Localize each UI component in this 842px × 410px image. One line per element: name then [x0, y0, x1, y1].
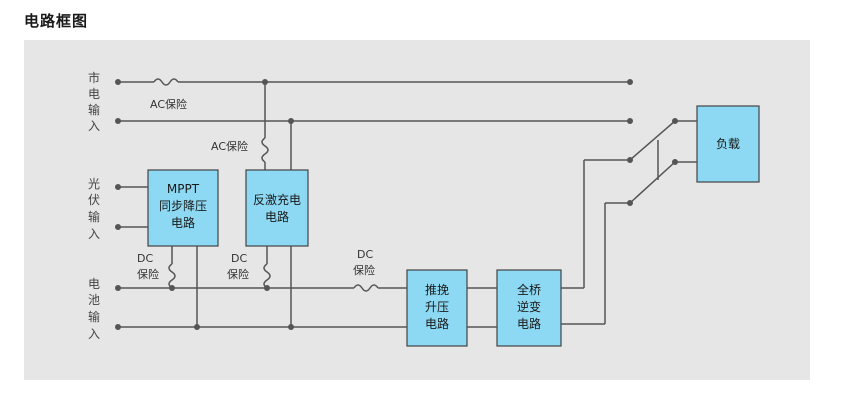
mppt-to-battery	[168, 246, 198, 327]
pv-label-char: 输	[88, 209, 100, 224]
inverter-line: 电路	[517, 316, 541, 331]
battery-input-label: 电 池 输 入	[88, 277, 100, 341]
mppt-line: 电路	[171, 215, 195, 230]
mains-input-label: 市 电 输 入	[88, 70, 100, 133]
pushpull-line: 电路	[425, 316, 449, 331]
pushpull-box: 推挽 升压 电路	[406, 269, 468, 347]
ac-fuse-symbol	[153, 78, 171, 86]
flyback-to-battery	[263, 246, 292, 327]
pushpull-to-inverter	[467, 287, 497, 328]
battery-label-char: 电	[88, 277, 100, 291]
dc-fuse-symbol-line	[353, 284, 379, 292]
flyback-line: 反激充电	[253, 192, 301, 207]
pv-input-label: 光 伏 输 入	[88, 177, 100, 241]
mppt-box: MPPT 同步降压 电路	[147, 169, 219, 247]
dc-fuse-label-flyback: DC	[231, 252, 247, 265]
flyback-ac-feed	[261, 82, 292, 170]
diagram-title: 电路框图	[24, 12, 89, 30]
flyback-line: 电路	[265, 209, 289, 224]
ac-fuse-symbol-vertical	[261, 137, 269, 163]
ac-fuse-label-mid: AC保险	[211, 139, 248, 153]
mppt-line: MPPT	[167, 182, 200, 196]
inverter-line: 全桥	[517, 282, 541, 297]
inverter-box: 全桥 逆变 电路	[496, 269, 562, 347]
mains-label-char: 电	[88, 87, 100, 101]
pv-lines	[118, 186, 148, 228]
dc-fuse-label-flyback: 保险	[227, 267, 249, 281]
dc-fuse-label-mppt: 保险	[137, 267, 159, 281]
junction-dots	[115, 79, 678, 330]
flyback-box: 反激充电 电路	[245, 169, 309, 247]
dc-fuse-symbol-flyback	[263, 263, 271, 289]
load-label: 负载	[716, 137, 740, 151]
pv-label-char: 光	[88, 177, 100, 191]
battery-label-char: 输	[88, 309, 100, 324]
load-box: 负载	[696, 105, 760, 183]
battery-label-char: 池	[88, 293, 100, 307]
mains-line-1	[118, 78, 630, 86]
inverter-line: 逆变	[517, 299, 541, 314]
inverter-output	[561, 159, 630, 325]
pushpull-line: 推挽	[425, 283, 449, 297]
battery-label-char: 入	[88, 327, 100, 341]
battery-line-1	[118, 284, 407, 292]
mains-label-char: 市	[88, 70, 100, 85]
ac-fuse-label-top: AC保险	[150, 97, 187, 111]
pv-label-char: 伏	[88, 193, 100, 207]
dc-fuse-label-line: DC	[357, 248, 373, 261]
mains-label-char: 入	[88, 119, 100, 133]
dc-fuse-symbol-mppt	[168, 263, 176, 289]
pushpull-line: 升压	[425, 300, 449, 314]
mppt-line: 同步降压	[159, 199, 207, 213]
dc-fuse-label-mppt: DC	[137, 252, 153, 265]
transfer-switch	[629, 120, 697, 204]
pv-label-char: 入	[88, 227, 100, 241]
dc-fuse-label-line: 保险	[353, 263, 375, 277]
mains-label-char: 输	[88, 102, 100, 117]
